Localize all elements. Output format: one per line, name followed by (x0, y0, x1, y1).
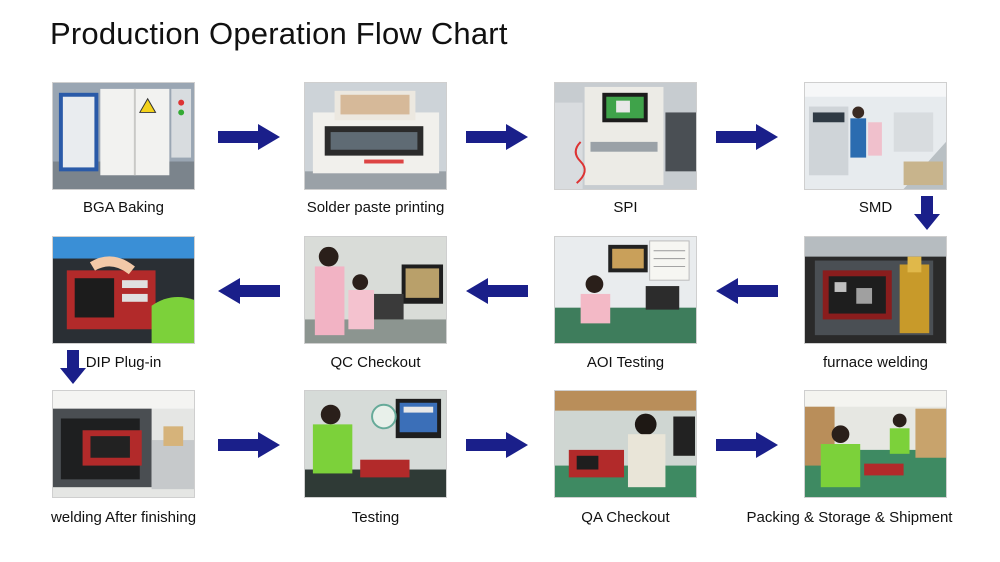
arrow-right-icon (716, 432, 778, 458)
step-bga-baking-label: BGA Baking (83, 199, 164, 216)
step-spi-label: SPI (613, 199, 638, 216)
step-smd-label: SMD (858, 199, 893, 216)
step-solder-paste-printing-photo (304, 82, 447, 190)
arrow-right-icon (716, 124, 778, 150)
arrow-down-icon (60, 350, 86, 384)
step-testing-photo (304, 390, 447, 498)
step-dip-plugin-photo (52, 236, 195, 344)
arrow-left-icon (218, 278, 280, 304)
page-title: Production Operation Flow Chart (50, 16, 508, 51)
arrow-right-icon (466, 432, 528, 458)
step-welding-after-finishing-photo (52, 390, 195, 498)
step-spi-photo (554, 82, 697, 190)
step-furnace-welding-photo (804, 236, 947, 344)
arrow-right-icon (218, 432, 280, 458)
step-qa-checkout-photo (554, 390, 697, 498)
step-dip-plugin-label: DIP Plug-in (85, 354, 162, 371)
arrow-left-icon (716, 278, 778, 304)
step-bga-baking-photo (52, 82, 195, 190)
step-packing-storage-shipment-photo (804, 390, 947, 498)
step-aoi-testing-label: AOI Testing (586, 354, 665, 371)
step-solder-paste-printing-label: Solder paste printing (306, 199, 445, 216)
step-smd-photo (804, 82, 947, 190)
arrow-down-icon (914, 196, 940, 230)
step-aoi-testing-photo (554, 236, 697, 344)
arrow-left-icon (466, 278, 528, 304)
step-packing-storage-shipment-label: Packing & Storage & Shipment (746, 509, 953, 526)
step-welding-after-finishing-label: welding After finishing (50, 509, 197, 526)
step-qa-checkout-label: QA Checkout (581, 509, 670, 526)
step-furnace-welding-label: furnace welding (822, 354, 929, 371)
step-testing-label: Testing (351, 509, 400, 526)
step-qc-checkout-label: QC Checkout (330, 354, 421, 371)
step-qc-checkout-photo (304, 236, 447, 344)
arrow-right-icon (466, 124, 528, 150)
arrow-right-icon (218, 124, 280, 150)
